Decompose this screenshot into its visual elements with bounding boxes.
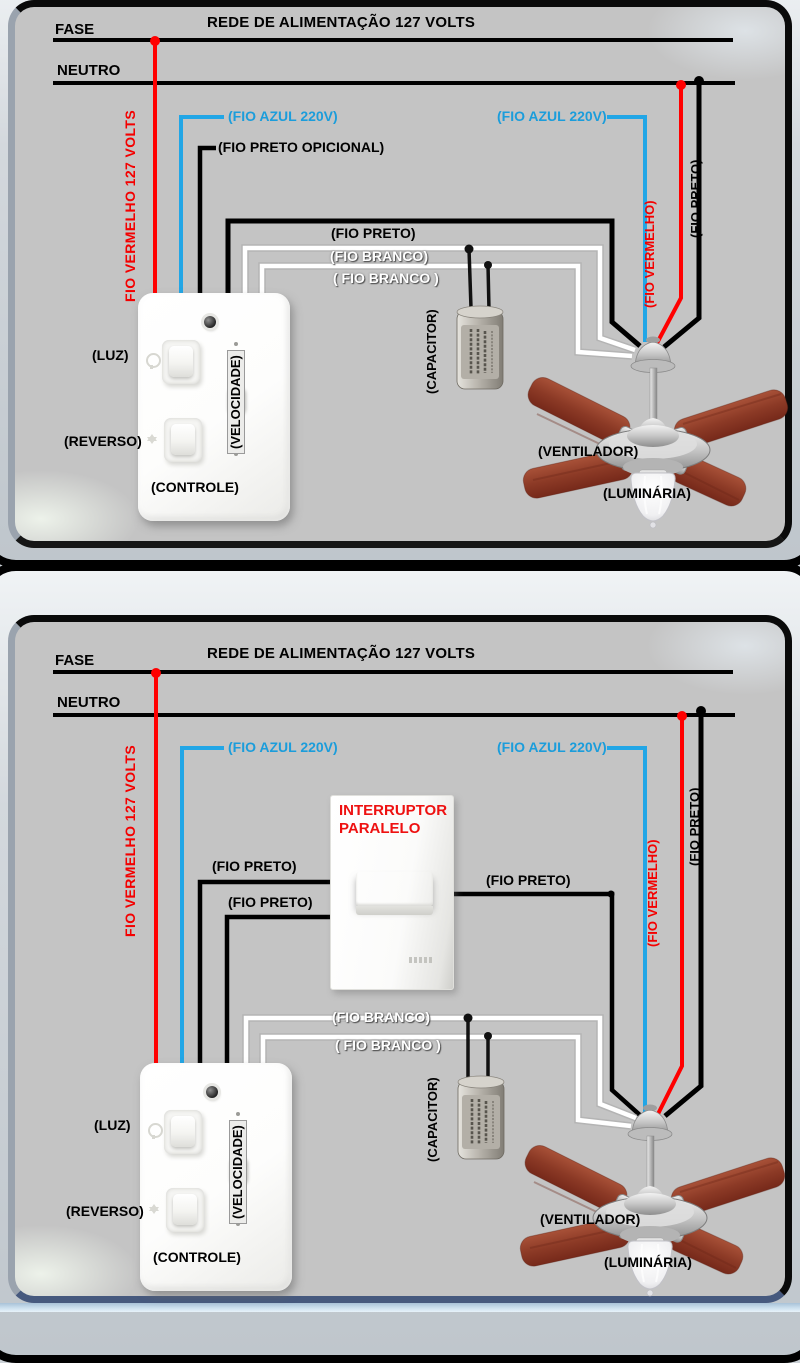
wire-black-optional-p1 [197,145,216,302]
label-fio-branco-2-p1: ( FIO BRANCO ) [333,270,439,286]
light-bulb-icon [148,1123,163,1139]
wire-red-right-p2 [656,715,684,1115]
label-fio-branco-2-p2: ( FIO BRANCO ) [335,1037,441,1053]
wire-blue-left-p1 [179,115,224,302]
label-fio-preto-right-p1: (FIO PRETO) [688,159,703,238]
label-luminaria-p2: (LUMINÁRIA) [604,1254,692,1270]
label-fio-azul-left-p1: (FIO AZUL 220V) [228,108,338,124]
wire-black-right-p2 [663,713,704,1118]
capacitor-illustration-p2 [456,1074,506,1161]
label-fio-preto-right-p2: (FIO PRETO) [687,787,702,866]
label-fio-vermelho-right-p2: (FIO VERMELHO) [645,839,660,947]
label-ventilador-p1: (VENTILADOR) [538,443,639,459]
label-reverso-p1: (REVERSO) [64,433,142,449]
label-luz-p2: (LUZ) [94,1117,131,1133]
wire-black-switch-right-p2 [452,891,643,1118]
light-toggle-switch [164,1110,202,1154]
label-paralelo: PARALELO [339,820,421,837]
label-fio-preto-sw2-p2: (FIO PRETO) [228,894,313,910]
wire-white-2-p2 [260,1034,632,1129]
screw-icon [204,316,216,328]
panel2-wiring [53,668,735,1130]
switch-rocker [356,872,433,915]
panel2-title: REDE DE ALIMENTAÇÃO 127 VOLTS [207,645,476,662]
label-fio-azul-right-p2: (FIO AZUL 220V) [497,739,607,755]
label-fio-preto-mid-p1: (FIO PRETO) [331,225,416,241]
panel1-title: REDE DE ALIMENTAÇÃO 127 VOLTS [207,14,476,31]
label-fio-azul-right-p1: (FIO AZUL 220V) [497,108,607,124]
neutro-label-p1: NEUTRO [57,62,121,79]
light-bulb-icon [146,353,161,369]
label-luminaria-p1: (LUMINÁRIA) [603,485,691,501]
panel1-wiring [53,36,735,360]
label-fio-vermelho-right-p1: (FIO VERMELHO) [642,200,657,308]
wire-blue-right-p1 [607,115,647,342]
label-capacitor-p1: (CAPACITOR) [424,309,439,394]
capacitor-leads-p1 [467,248,491,311]
wire-blue-left-p2 [180,746,224,1078]
bottom-edge-strip [0,1303,800,1312]
wire-white-2-p1 [259,263,633,359]
capacitor-illustration-p1 [455,304,505,391]
screw-icon [206,1086,218,1098]
label-luz-p1: (LUZ) [92,347,129,363]
capacitor-leads-p2 [466,1018,490,1080]
fan-control-switch-p1 [138,293,290,521]
label-fio-vermelho-127-p1: FIO VERMELHO 127 VOLTS [122,109,138,302]
reverse-arrows-icon [147,429,157,444]
fan-control-switch-p2 [140,1063,292,1291]
wire-white-1-p1 [242,245,636,353]
label-velocidade-p1: (VELOCIDADE) [227,350,245,454]
label-velocidade-p2: (VELOCIDADE) [229,1120,247,1224]
wire-white-1-p2 [243,1015,637,1121]
label-fio-vermelho-127-p2: FIO VERMELHO 127 VOLTS [122,744,138,937]
label-ventilador-p2: (VENTILADOR) [540,1211,641,1227]
label-fio-preto-sw-right-p2: (FIO PRETO) [486,872,571,888]
wiring-overlay [53,36,792,1297]
parallel-switch [330,795,454,990]
fase-label-p2: FASE [55,652,95,669]
label-interruptor: INTERRUPTOR [339,802,448,819]
wire-red-right-p1 [654,84,683,346]
label-fio-branco-1-p2: (FIO BRANCO) [332,1009,430,1025]
label-capacitor-p2: (CAPACITOR) [425,1077,440,1162]
label-controle-p1: (CONTROLE) [151,479,239,495]
reverse-toggle-switch [166,1188,204,1232]
label-fio-preto-opcional-p1: (FIO PRETO OPICIONAL) [218,139,385,155]
label-controle-p2: (CONTROLE) [153,1249,241,1265]
fase-label-p1: FASE [55,21,95,38]
reverse-arrows-icon [149,1199,159,1214]
light-toggle-switch [162,340,200,384]
wire-black-switch1-p2 [197,879,331,1078]
wire-black-switch2-p2 [224,914,331,1078]
wire-black-mid-p1 [225,218,642,348]
label-fio-branco-1-p1: (FIO BRANCO) [330,248,428,264]
neutro-label-p2: NEUTRO [57,694,121,711]
label-reverso-p2: (REVERSO) [66,1203,144,1219]
switch-brand-logo [409,957,433,963]
label-fio-preto-sw1-p2: (FIO PRETO) [212,858,297,874]
reverse-toggle-switch [164,418,202,462]
label-fio-azul-left-p2: (FIO AZUL 220V) [228,739,338,755]
wire-black-right-p1 [662,83,702,349]
wire-blue-right-p2 [607,746,647,1114]
